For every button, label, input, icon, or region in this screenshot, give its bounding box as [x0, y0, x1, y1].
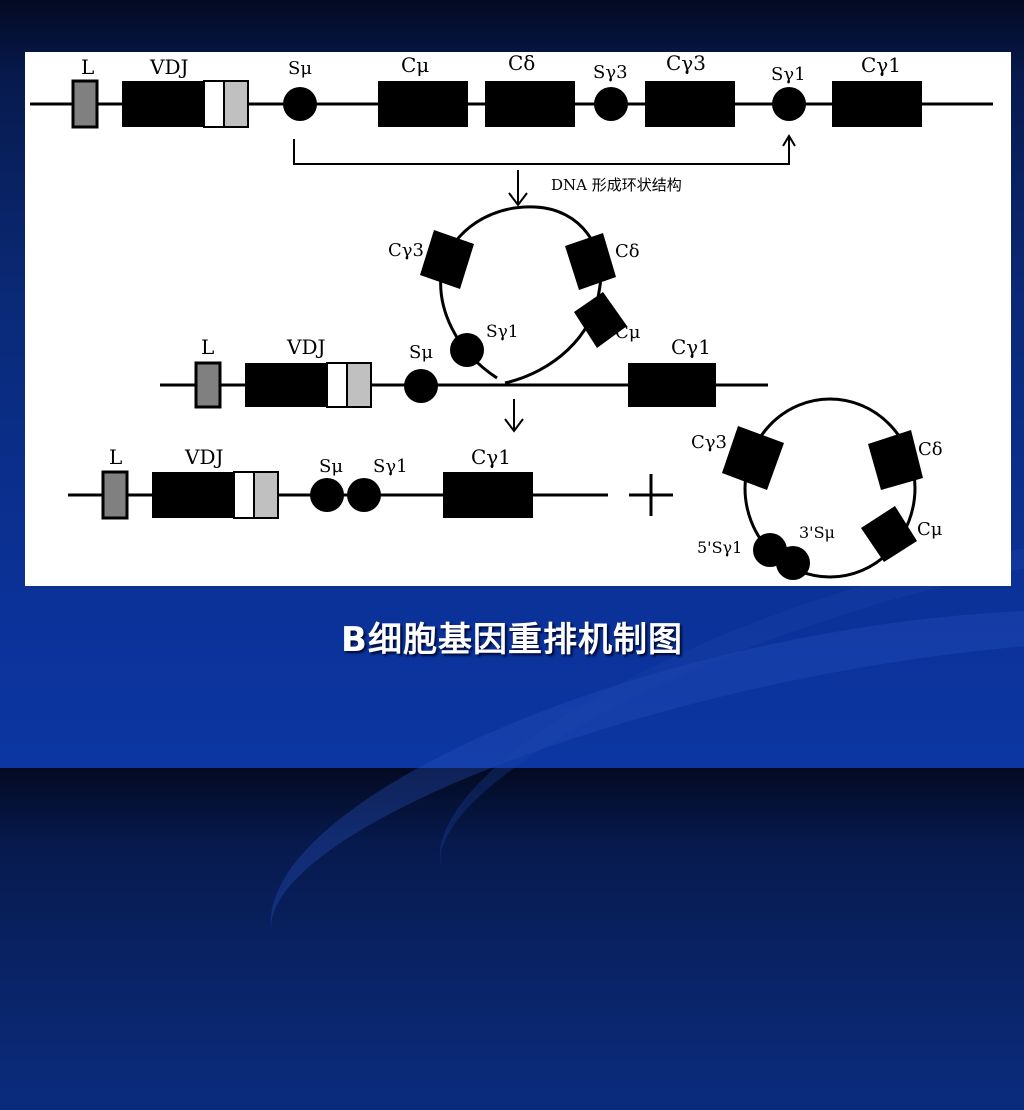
result-label-c-gamma1: Cγ1	[471, 445, 511, 469]
loop-vdj-segment	[245, 362, 372, 408]
loop-label-c-mu: Cμ	[615, 322, 641, 343]
loop-label-c-gamma3: Cγ3	[388, 240, 424, 261]
label-c-mu: Cμ	[401, 53, 429, 77]
s-gamma3-switch	[594, 87, 628, 121]
loop-s-mu-switch	[404, 369, 438, 403]
excision-arrow	[504, 399, 524, 433]
gene-rearrangement-diagram: L VDJ Sμ Cμ Cδ Sγ3 Cγ3 Sγ1 Cγ1 DNA 形成环状结…	[30, 52, 993, 580]
loop-formation-arrow	[508, 170, 528, 207]
result-s-mu-switch	[310, 478, 344, 512]
loop-s-gamma1-switch	[450, 333, 484, 367]
diagram-panel: L VDJ Sμ Cμ Cδ Sγ3 Cγ3 Sγ1 Cγ1 DNA 形成环状结…	[25, 52, 1011, 586]
result-s-gamma1-switch	[347, 478, 381, 512]
label-s-gamma1: Sγ1	[771, 64, 806, 85]
circle-c-mu-block	[861, 506, 917, 562]
result-label-s-mu: Sμ	[319, 456, 343, 477]
vdj-segment	[122, 80, 249, 128]
l-segment	[71, 79, 99, 129]
loop-label-l: L	[201, 335, 214, 359]
c-delta-segment	[485, 81, 575, 127]
switch-bracket	[293, 134, 796, 165]
germline-row: L VDJ Sμ Cμ Cδ Sγ3 Cγ3 Sγ1 Cγ1	[30, 52, 993, 129]
label-l: L	[81, 55, 94, 79]
circle-label-c-mu: Cμ	[917, 519, 943, 540]
label-s-mu: Sμ	[288, 58, 312, 79]
loop-c-gamma1-segment	[628, 363, 716, 407]
loop-formation-note: DNA 形成环状结构	[551, 176, 682, 194]
label-c-delta: Cδ	[508, 52, 535, 75]
s-gamma1-switch	[772, 87, 806, 121]
loop-c-delta-block	[565, 233, 616, 290]
result-label-vdj: VDJ	[184, 445, 224, 469]
circle-s-mu-switch	[776, 546, 810, 580]
circle-c-delta-block	[868, 430, 923, 490]
label-c-gamma1: Cγ1	[861, 53, 901, 77]
loop-l-segment	[194, 361, 222, 409]
s-mu-switch	[283, 87, 317, 121]
label-c-gamma3: Cγ3	[666, 52, 706, 75]
label-vdj: VDJ	[149, 55, 189, 79]
result-vdj-segment	[152, 471, 279, 519]
loop-label-s-gamma1: Sγ1	[486, 322, 519, 342]
circle-label-c-gamma3: Cγ3	[691, 432, 727, 453]
c-gamma3-segment	[645, 81, 735, 127]
circle-label-3-s-mu: 3'Sμ	[799, 523, 835, 542]
rearranged-row: L VDJ Sμ Sγ1 Cγ1	[68, 445, 608, 520]
loop-label-s-mu: Sμ	[409, 342, 433, 363]
circle-label-5-s-gamma1: 5'Sγ1	[697, 538, 742, 557]
loop-c-gamma3-block	[420, 230, 474, 289]
loop-label-vdj: VDJ	[286, 335, 326, 359]
result-l-segment	[101, 470, 129, 520]
circle-label-c-delta: Cδ	[918, 439, 943, 460]
result-label-l: L	[109, 445, 122, 469]
loop-c-mu-block	[574, 292, 627, 348]
loop-label-c-gamma1: Cγ1	[671, 335, 711, 359]
plus-sign	[629, 474, 673, 516]
result-c-gamma1-segment	[443, 472, 533, 518]
dna-loop-stage: Cγ3 Cδ Cμ Sγ1 L VDJ Sμ Cγ1	[160, 205, 768, 409]
circle-c-gamma3-block	[722, 426, 784, 490]
slide-caption: B细胞基因重排机制图	[341, 620, 683, 660]
label-s-gamma3: Sγ3	[593, 62, 628, 83]
result-label-s-gamma1: Sγ1	[373, 456, 408, 477]
excised-circle: Cγ3 Cδ Cμ 5'Sγ1 3'Sμ	[691, 397, 943, 580]
c-gamma1-segment	[832, 81, 922, 127]
c-mu-segment	[378, 81, 468, 127]
loop-label-c-delta: Cδ	[615, 241, 640, 262]
